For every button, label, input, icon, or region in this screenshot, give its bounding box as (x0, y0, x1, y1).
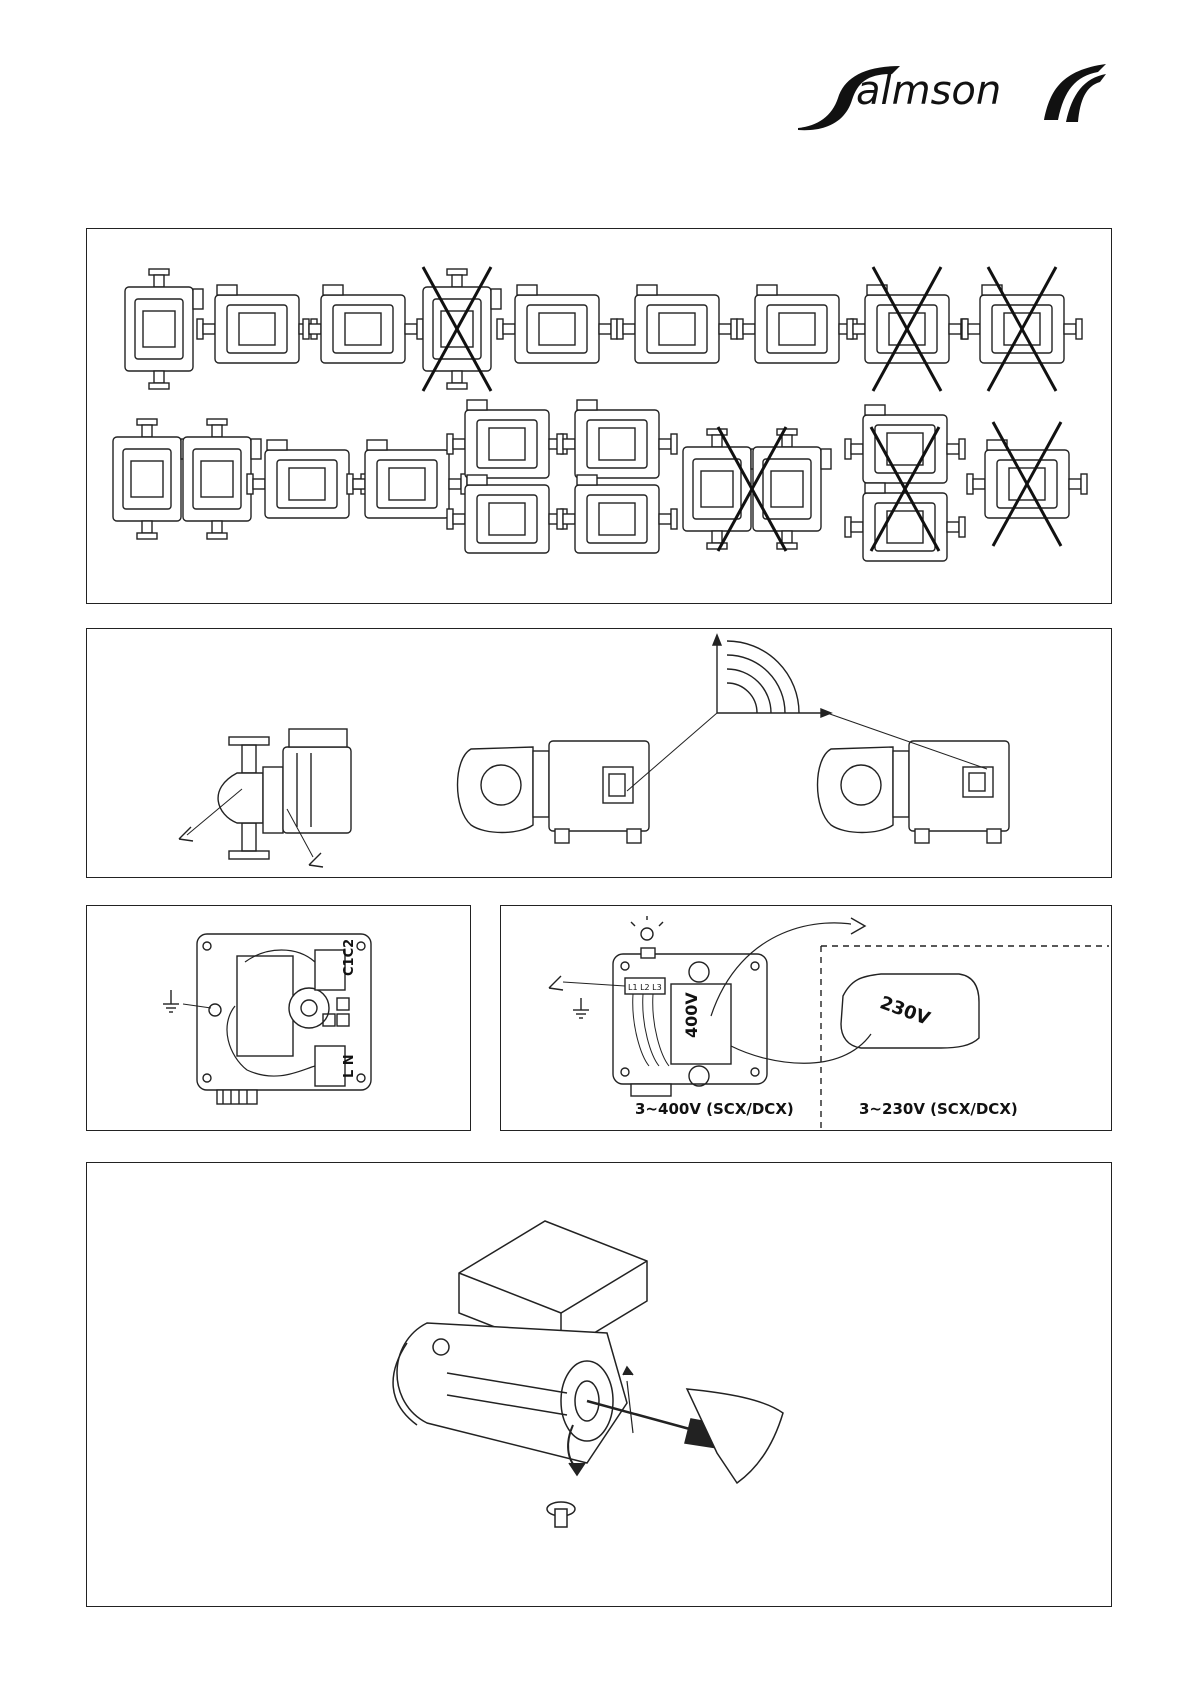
voltage-bridge-400 (671, 984, 731, 1064)
twin-pump-7 (967, 440, 1087, 518)
figure-venting-screw (86, 1162, 1112, 1607)
pump-front-view-2 (818, 741, 1010, 843)
figure-orientation (86, 628, 1112, 878)
bridge-label-400v: 400V (682, 992, 701, 1038)
caption-3x400v: 3~400V (SCX/DCX) (635, 1100, 794, 1118)
terminal-label-ln: L N (342, 1054, 357, 1078)
pump-front-view-1 (458, 741, 650, 843)
figure-terminal-box-1ph: C1C2 L N (86, 905, 471, 1131)
pump-motor (393, 1163, 647, 1463)
twin-pump-6b (845, 483, 965, 561)
twin-pump-3b (447, 475, 567, 553)
eye-icon (179, 827, 193, 841)
twin-pump-6a (845, 405, 965, 483)
pump-side-view (187, 729, 351, 859)
pump-position-9 (962, 285, 1082, 363)
caption-3x230v: 3~230V (SCX/DCX) (859, 1100, 1018, 1118)
salmson-logo: almson (788, 60, 1108, 134)
figure-terminal-box-3ph: L1 L2 L3 400V 230V 3~400V (SCX/DCX) 3~23… (500, 905, 1112, 1131)
twin-pump-5a (683, 429, 761, 549)
pump-position-2 (197, 285, 317, 363)
voltage-bridge-230: 230V (841, 974, 979, 1048)
pump-position-8 (847, 285, 967, 363)
pump-position-3 (303, 285, 423, 363)
vent-screw (547, 1502, 575, 1527)
pump-position-6 (617, 285, 737, 363)
twin-pump-1a (113, 419, 191, 539)
twin-pump-4a (557, 400, 677, 478)
eye-icon (309, 853, 323, 867)
pump-position-7 (737, 285, 857, 363)
twin-pump-5b (753, 429, 831, 549)
figure-mounting-positions (86, 228, 1112, 604)
pump-position-1 (125, 269, 203, 389)
pump-position-5 (497, 285, 617, 363)
twin-pump-3a (447, 400, 567, 478)
terminal-label-c1c2: C1C2 (342, 939, 357, 976)
brand-wordmark: almson (856, 68, 1001, 114)
earth-ground-icon (573, 998, 589, 1018)
svg-text:L1 L2 L3: L1 L2 L3 (628, 983, 662, 992)
lamp-icon (631, 916, 663, 940)
twin-pump-4b (557, 475, 677, 553)
